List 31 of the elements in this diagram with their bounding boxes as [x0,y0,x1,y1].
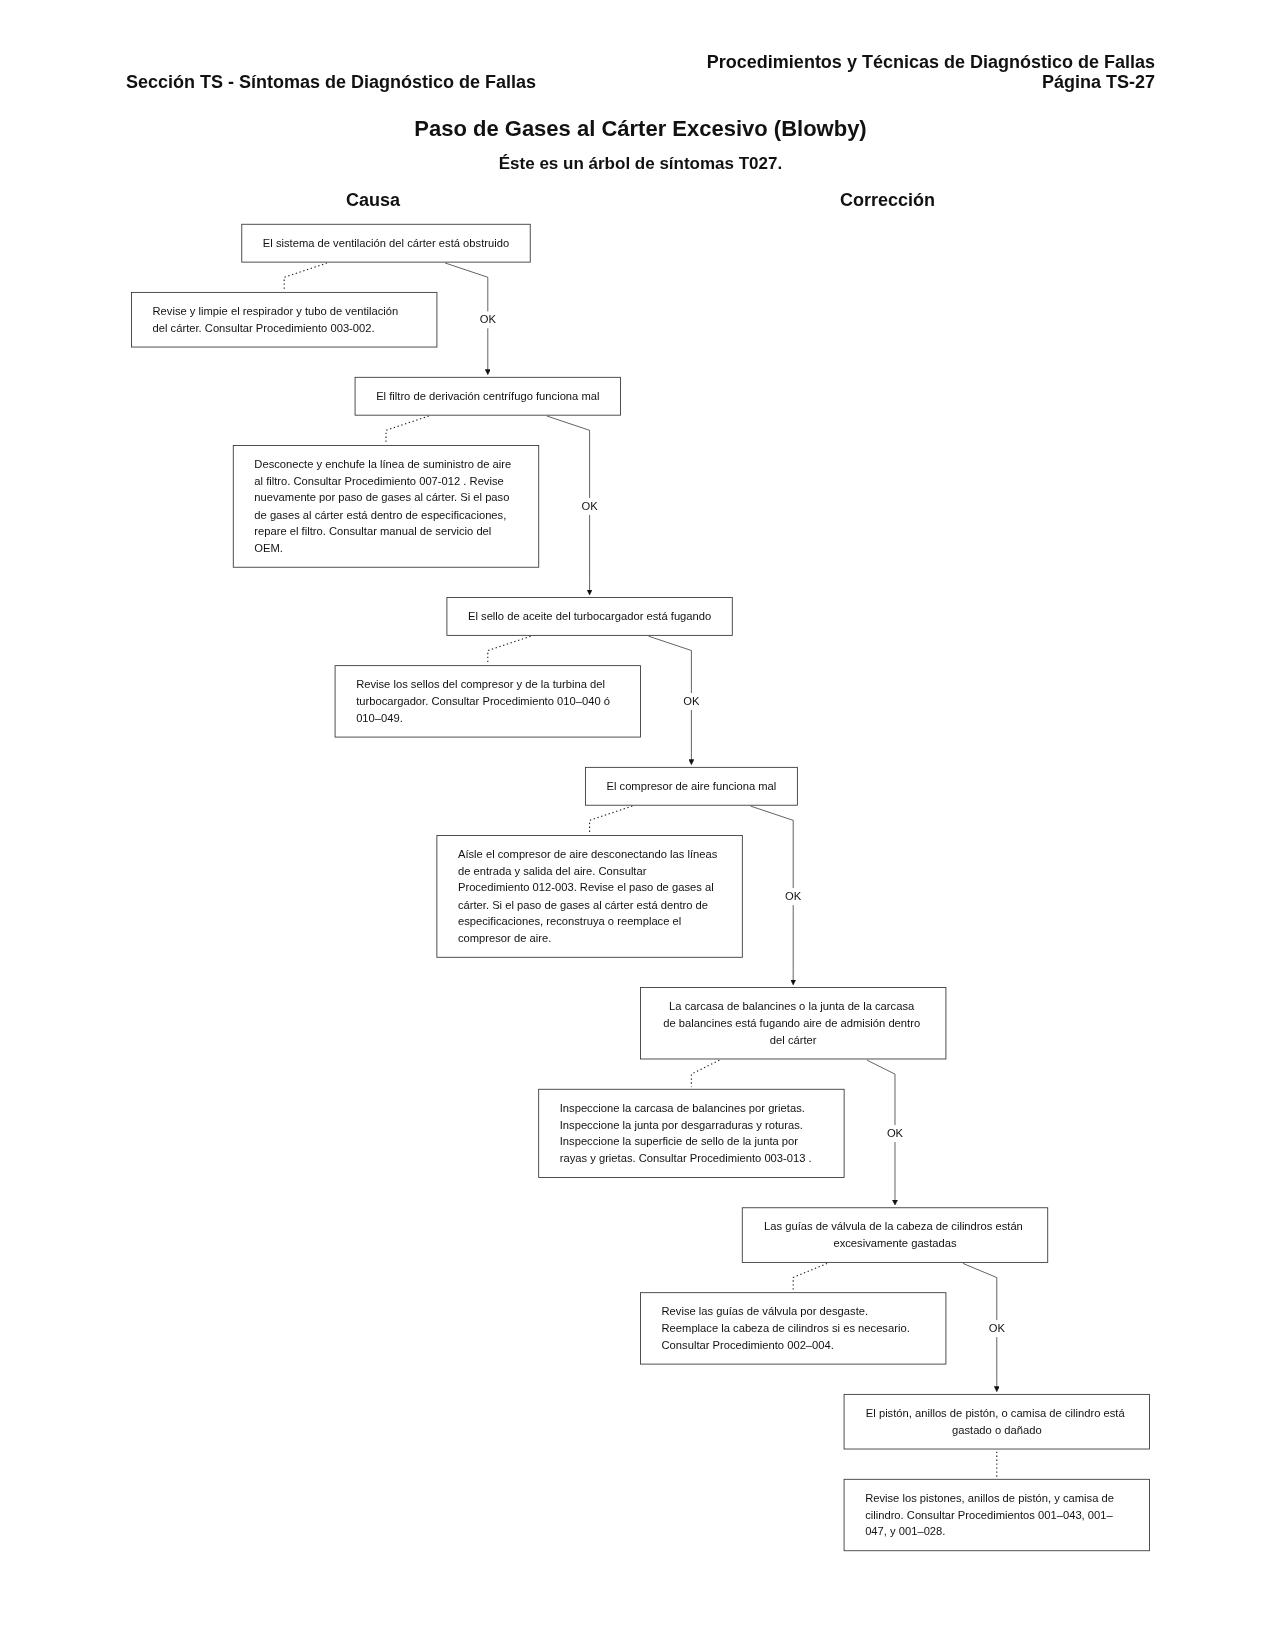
node-box: Las guías de válvula de la cabeza de cilindros están excesivamente gastadas [741,1207,1049,1263]
node-box: El sello de aceite del turbocargador está fugando [446,597,733,636]
node-box: Revise las guías de válvula por desgaste. Reemplace la cabeza de cilindros si es necesario. Consultar Procedimiento 002–004. [640,1292,947,1365]
header-text: Sección TS - Síntomas de Diagnóstico de Fallas [126,72,537,92]
edge-label: OK [581,499,598,513]
page-number: Página TS-27 [1041,72,1155,92]
dotted-line [792,1262,828,1291]
node-box: Aísle el compresor de aire desconectando las líneas de entrada y salida del aire. Consultar Procedimiento 012-003. Revise el paso de gases al cárter. Si el paso de gases al cárter está dentro de especificaciones, reconstruya o reemplace el compresor de aire. [436,835,743,958]
dotted-line [487,635,532,664]
edge-label: OK [988,1321,1005,1335]
node-box: El sistema de ventilación del cárter está obstruido [241,223,531,263]
edge-label: OK [479,313,496,326]
dotted-line [996,1451,998,1478]
node-box: Desconecte y enchufe la línea de suministro de aire al filtro. Consultar Procedimiento 007-012 . Revise nuevamente por paso de gases al cárter. Si el paso de gases al cárter está dentro de especificaciones, repare el filtro. Consultar manual de servicio del OEM. [232,445,540,568]
title: Paso de Gases al Cárter Excesivo (Blowby) [414,116,867,142]
node-box: El pistón, anillos de pistón, o camisa de cilindro está gastado o dañado [843,1393,1150,1450]
header-text: Procedimientos y Técnicas de Diagnóstico de Fallas [706,52,1155,72]
node-box: La carcasa de balancines o la junta de la carcasa de balancines está fugando aire de admisión dentro del cárter [640,987,947,1060]
edge-label: OK [683,694,700,708]
node-box: Inspeccione la carcasa de balancines por grietas. Inspeccione la junta por desgarraduras y roturas. Inspeccione la superficie de sello de la junta por rayas y grietas. Consultar Procedimiento 003-013 . [538,1088,845,1178]
node-box: El compresor de aire funciona mal [585,766,798,806]
edge-label: OK [886,1126,904,1140]
node-box: Revise los sellos del compresor y de la turbina del turbocargador. Consultar Procedimiento 010–040 ó 010–049. [334,665,641,738]
node-box: Revise los pistones, anillos de pistón, y camisa de cilindro. Consultar Procedimientos 001–043, 001–047, y 001–028. [843,1478,1150,1552]
column-heading: Causa [346,190,400,211]
edge-label: OK [785,889,802,903]
dotted-line [690,1059,720,1088]
node-box: Revise y limpie el respirador y tubo de ventilación del cárter. Consultar Procedimiento 003-002. [131,291,438,348]
node-box: El filtro de derivación centrífugo funciona mal [354,376,621,416]
column-heading: Corrección [840,190,935,211]
subtitle: Éste es un árbol de síntomas T027. [498,154,783,174]
